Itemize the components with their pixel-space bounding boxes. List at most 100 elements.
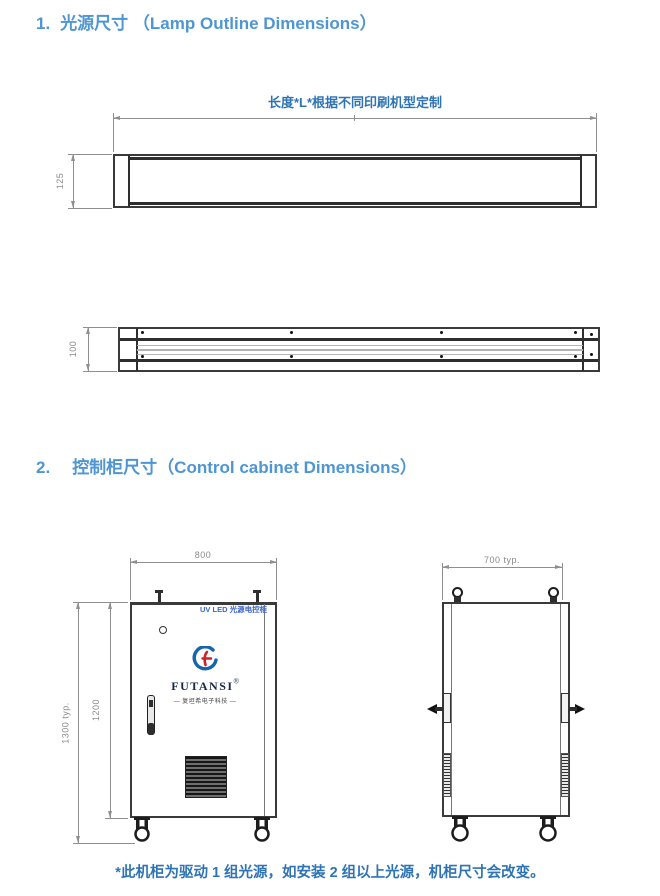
cabinet-side-body	[442, 602, 570, 817]
indicator-light-icon	[159, 626, 167, 634]
section1-heading: 1.光源尺寸 （Lamp Outline Dimensions）	[36, 9, 377, 34]
handle-arrow-icon	[435, 707, 443, 711]
door-handle-icon	[149, 700, 153, 707]
handle-arrow-icon	[427, 704, 437, 714]
screw-dot	[574, 355, 577, 358]
hinge-strip-icon	[561, 753, 569, 797]
lamp1-bottom-rail	[130, 202, 580, 205]
lamp2-slot-line	[137, 345, 583, 346]
dim-arrow-icon	[555, 565, 562, 569]
cabinet-front-width-dim-line	[130, 562, 277, 563]
cabinet-side-frame-line	[560, 604, 561, 815]
handle-arrow-icon	[575, 704, 585, 714]
screw-dot	[290, 331, 293, 334]
screw-dot	[440, 355, 443, 358]
cabinet-front-ext-right	[276, 558, 277, 600]
lamp1-dim-mid-tick	[354, 115, 355, 121]
lamp2-height-dim-line	[88, 327, 89, 371]
dim-arrow-icon	[108, 602, 112, 609]
cabinet-height-inner-dim-line	[110, 602, 111, 818]
lamp2-left-cap-line	[136, 328, 138, 371]
lamp2-top-band	[120, 338, 598, 341]
registered-mark: ®	[233, 678, 239, 686]
eye-bolt-icon	[256, 592, 259, 602]
cabinet-door-seam	[264, 604, 265, 816]
caster-wheel-icon	[254, 817, 270, 842]
lamp1-height-dim-line	[73, 154, 74, 208]
lamp1-height-value: 125	[55, 172, 65, 190]
eye-bolt-icon	[155, 590, 163, 593]
brand-name: FUTANSI®	[171, 678, 239, 693]
dim-arrow-icon	[76, 602, 80, 609]
cabinet-front-ext-left	[130, 558, 131, 600]
screw-dot	[141, 355, 144, 358]
dim-arrow-icon	[71, 201, 75, 208]
brand-subtitle: — 复坦希电子科技 —	[173, 699, 237, 705]
handle-arrow-icon	[569, 707, 577, 711]
eye-bolt-icon	[253, 590, 261, 593]
cabinet-panel-label: UV LED 光源电控柜	[200, 605, 268, 614]
lamp1-ext-right	[596, 113, 597, 152]
dim-arrow-icon	[108, 811, 112, 818]
brand-logo: FUTANSI® — 复坦希电子科技 —	[166, 645, 244, 705]
eye-ring-icon	[454, 597, 461, 602]
dim-arrow-icon	[113, 116, 120, 120]
screw-dot	[590, 333, 593, 336]
cabinet-height-outer-dim-line	[78, 602, 79, 843]
lamp2-height-value: 100	[68, 340, 78, 358]
dim-arrow-icon	[86, 327, 90, 334]
dim-arrow-icon	[71, 154, 75, 161]
dim-arrow-icon	[442, 565, 449, 569]
dim-arrow-icon	[76, 836, 80, 843]
screw-dot	[574, 331, 577, 334]
lamp1-left-cap-line	[128, 155, 130, 207]
caster-wheel-icon	[134, 817, 150, 842]
latch-icon	[443, 693, 451, 723]
cabinet-side-ext-left	[442, 563, 443, 600]
lamp2-bottom-band	[120, 359, 598, 362]
lamp2-slot-line	[137, 349, 583, 351]
cabinet-side-width-dim-line	[442, 567, 562, 568]
section2-title-en: （Control cabinet Dimensions）	[157, 458, 417, 477]
lamp1-ext-top	[68, 154, 112, 155]
section1-title-zh: 光源尺寸	[60, 14, 129, 33]
cabinet-ext-top	[73, 602, 128, 603]
lamp1-right-cap-line	[580, 155, 582, 207]
dim-arrow-icon	[270, 560, 277, 564]
brand-logo-icon	[192, 645, 218, 671]
cabinet-note: *此机柜为驱动 1 组光源，如安装 2 组以上光源，机柜尺寸会改变。	[115, 865, 545, 881]
cabinet-side-ext-right	[562, 563, 563, 600]
cabinet-ext-floor	[73, 843, 135, 844]
dim-arrow-icon	[86, 364, 90, 371]
latch-icon	[561, 693, 569, 723]
cabinet-height-inner-value: 1200	[91, 698, 101, 722]
dim-arrow-icon	[590, 116, 597, 120]
lamp1-dim-line	[113, 118, 597, 119]
caster-wheel-icon	[451, 816, 469, 842]
dim-arrow-icon	[130, 560, 137, 564]
screw-dot	[141, 331, 144, 334]
lamp2-slot-line	[137, 354, 583, 355]
screw-dot	[440, 331, 443, 334]
lamp1-top-rail	[130, 157, 580, 160]
lamp-side-view-body	[113, 154, 597, 208]
lamp1-ext-bottom	[68, 208, 112, 209]
hinge-strip-icon	[443, 753, 451, 797]
lamp2-ext-top	[83, 327, 117, 328]
lamp2-ext-bottom	[83, 371, 117, 372]
caster-wheel-icon	[539, 816, 557, 842]
screw-dot	[290, 355, 293, 358]
screw-dot	[590, 353, 593, 356]
cabinet-height-outer-value: 1300 typ.	[60, 702, 71, 744]
lamp1-ext-left	[113, 113, 114, 152]
section2-heading: 2.控制柜尺寸（Control cabinet Dimensions）	[36, 453, 417, 478]
eye-ring-icon	[550, 597, 557, 602]
section2-number: 2.	[36, 458, 51, 477]
eye-bolt-icon	[158, 592, 161, 602]
door-handle-icon	[148, 723, 154, 735]
cabinet-ext-bottom	[105, 818, 128, 819]
vent-grille-icon	[185, 756, 227, 798]
lamp-length-label: 长度*L*根据不同印刷机型定制	[267, 95, 443, 110]
section1-title-en: （Lamp Outline Dimensions）	[132, 14, 377, 33]
